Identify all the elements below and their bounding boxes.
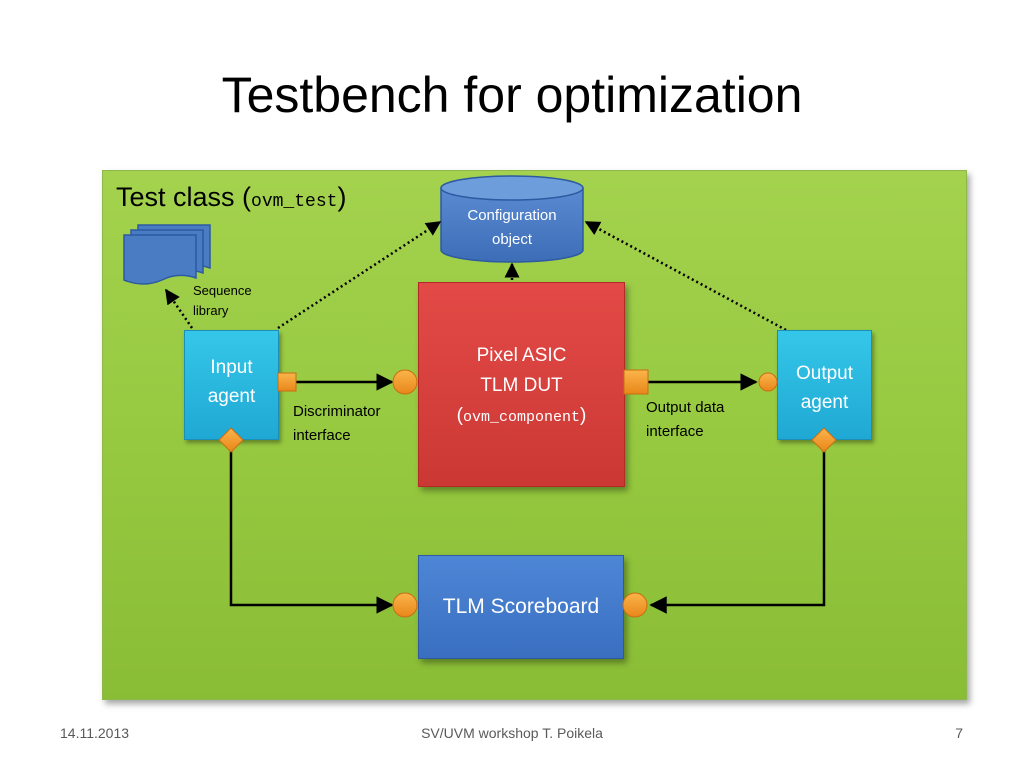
dut-box: Pixel ASIC TLM DUT (ovm_component) <box>418 282 625 487</box>
output-data-interface-label: Output data interface <box>646 396 724 444</box>
test-class-label: Test class (ovm_test) <box>116 180 346 219</box>
output-agent-line2: agent <box>800 392 849 413</box>
dut-line3-close: ) <box>580 405 587 426</box>
output-agent-to-scoreboard-arrow <box>649 447 826 614</box>
config-object-label: Configuration object <box>445 204 579 252</box>
sequence-line2: library <box>193 303 229 318</box>
dut-component-code: ovm_component <box>462 409 581 426</box>
config-line2: object <box>491 231 533 248</box>
sequence-library-icon <box>123 224 211 285</box>
config-line1: Configuration <box>467 207 557 224</box>
output-data-line1: Output data <box>646 399 725 416</box>
configuration-object-cylinder <box>440 175 584 263</box>
input-agent-box: Input agent <box>184 330 279 440</box>
output-agent-export <box>758 372 778 392</box>
sequence-line1: Sequence <box>193 283 252 298</box>
output-agent-line1: Output <box>795 363 854 384</box>
test-class-label-suffix: ) <box>337 182 347 212</box>
input-agent-line2: agent <box>207 386 256 407</box>
dut-input-export <box>392 369 418 395</box>
dut-output-port <box>623 369 649 395</box>
input-agent-analysis-port <box>218 427 244 453</box>
sequence-library-label: Sequence library <box>193 281 252 321</box>
discriminator-line2: interface <box>293 427 351 444</box>
output-agent-analysis-port <box>811 427 837 453</box>
dut-line2: TLM DUT <box>480 375 563 396</box>
scoreboard-label: TLM Scoreboard <box>442 595 600 618</box>
dut-line1: Pixel ASIC <box>476 345 567 366</box>
test-class-label-prefix: Test class ( <box>116 182 252 212</box>
footer-date: 14.11.2013 <box>60 725 130 741</box>
dut-line3-open: ( <box>456 405 463 426</box>
input-agent-line1: Input <box>210 357 253 378</box>
output-agent-box: Output agent <box>777 330 872 440</box>
footer-center-text: SV/UVM workshop T. Poikela <box>421 725 603 741</box>
scoreboard-left-export <box>392 592 418 618</box>
slide-title: Testbench for optimization <box>221 67 803 123</box>
test-class-code: ovm_test <box>251 192 338 212</box>
discriminator-interface-label: Discriminator interface <box>293 400 381 448</box>
slide-number: 7 <box>955 725 963 741</box>
input-agent-to-scoreboard-arrow <box>229 447 394 614</box>
scoreboard-right-export <box>622 592 648 618</box>
input-agent-to-config-arrow <box>277 220 442 330</box>
output-data-line2: interface <box>646 423 704 440</box>
discriminator-line1: Discriminator <box>293 403 381 420</box>
input-agent-port <box>277 372 297 392</box>
